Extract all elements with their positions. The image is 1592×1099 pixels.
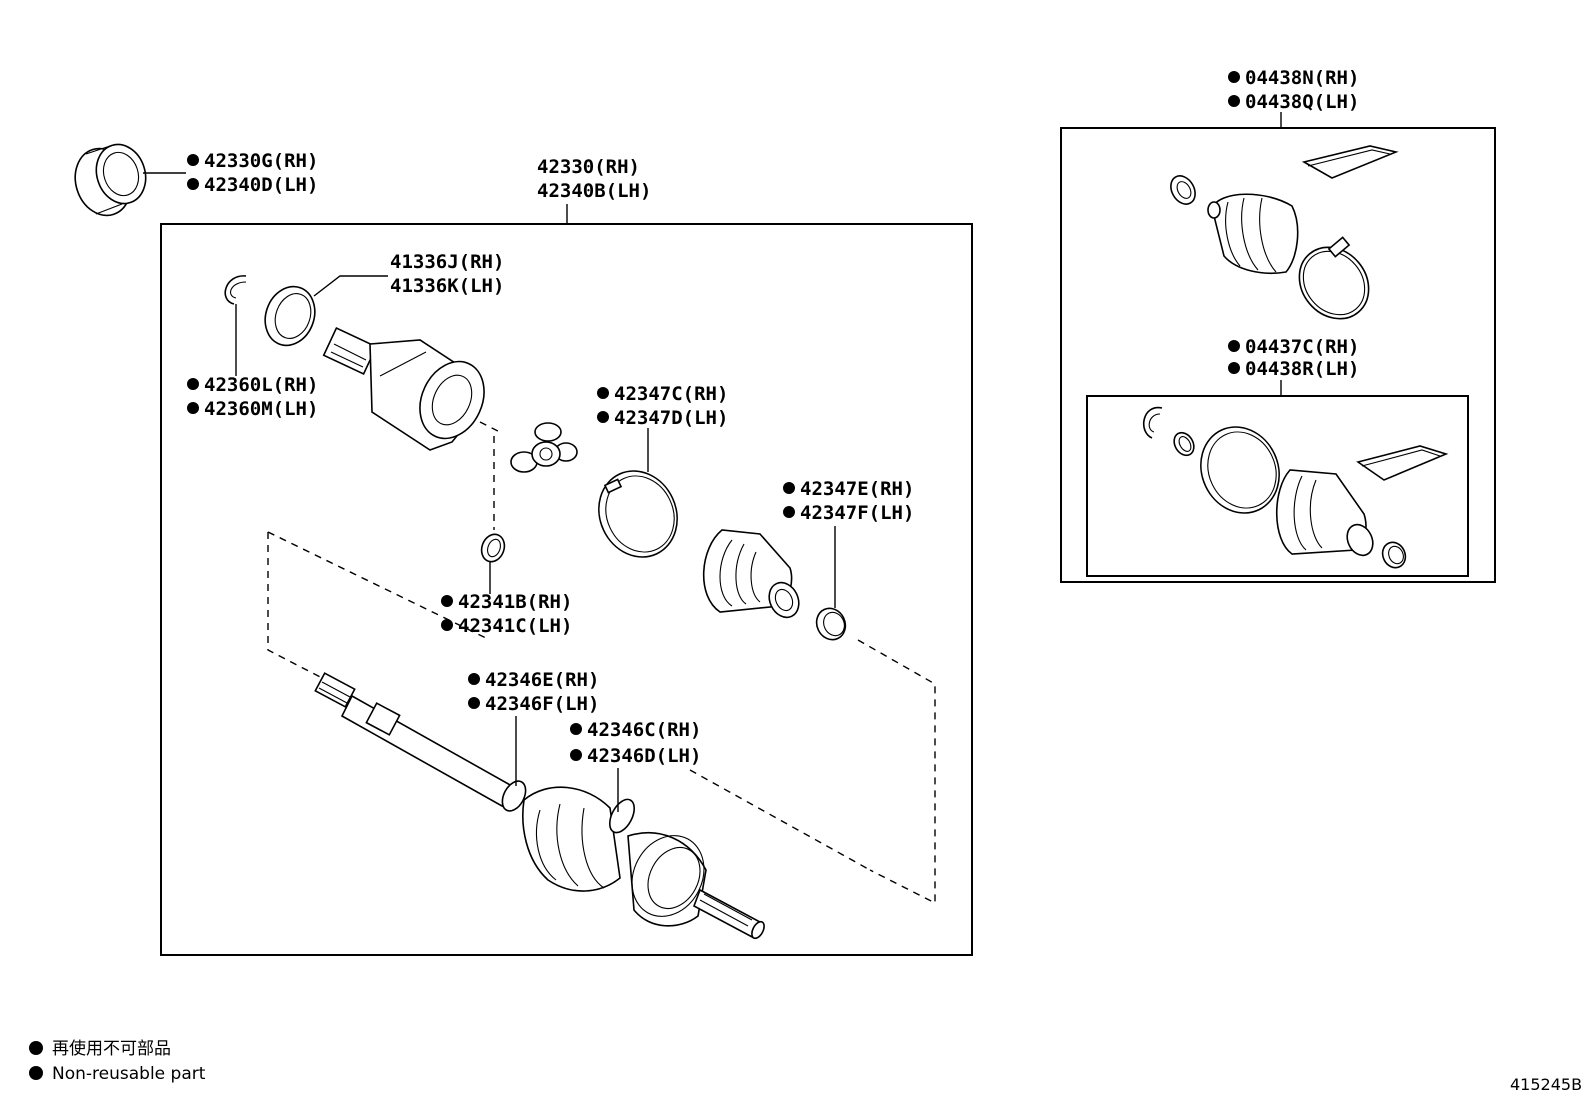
outboard-boot-kit-label-rh: 04437C(RH) — [1245, 336, 1359, 358]
non-reusable-dot — [187, 402, 199, 414]
non-reusable-dot — [1228, 71, 1240, 83]
small-boot-clamp-part — [815, 607, 847, 641]
inner-snap-ring-label-rh: 42360L(RH) — [204, 374, 318, 396]
non-reusable-dot — [468, 697, 480, 709]
outboard-boot-kit-parts — [1142, 407, 1449, 569]
non-reusable-dot — [187, 178, 199, 190]
inboard-boot-kit-label-lh: 04438Q(LH) — [1245, 91, 1359, 113]
non-reusable-dot — [441, 619, 453, 631]
shaft-clamp-small-label-rh: 42346E(RH) — [485, 669, 599, 691]
non-reusable-dot — [597, 387, 609, 399]
tripod-snap-ring-label-lh: 42341C(LH) — [458, 615, 572, 637]
small-boot-clamp-label-rh: 42347E(RH) — [800, 478, 914, 500]
inboard-boot-kit-parts — [1170, 145, 1399, 320]
inner-snap-ring-part — [224, 275, 247, 305]
non-reusable-dot — [597, 411, 609, 423]
large-boot-clamp-label-lh: 42347D(LH) — [614, 407, 728, 429]
non-reusable-dot — [570, 723, 582, 735]
non-reusable-dot — [468, 673, 480, 685]
main-assembly-label-lh: 42340B(LH) — [537, 180, 651, 202]
inboard-joint-housing-part — [322, 327, 485, 451]
legend-japanese: 再使用不可部品 — [52, 1038, 171, 1059]
outboard-seal-part — [74, 143, 147, 217]
dust-cover-label-rh: 41336J(RH) — [390, 251, 504, 273]
legend-dot — [29, 1066, 43, 1080]
non-reusable-dot — [1228, 362, 1240, 374]
tripod-joint-part — [510, 422, 578, 473]
inboard-boot-kit-label-rh: 04438N(RH) — [1245, 67, 1359, 89]
shaft-clamp-small-label-lh: 42346F(LH) — [485, 693, 599, 715]
large-boot-clamp-part — [598, 470, 678, 558]
non-reusable-dot — [187, 378, 199, 390]
outboard-seal-label-lh: 42340D(LH) — [204, 174, 318, 196]
outboard-seal-label-rh: 42330G(RH) — [204, 150, 318, 172]
large-boot-clamp-label-rh: 42347C(RH) — [614, 383, 728, 405]
dust-cover-label-lh: 41336K(LH) — [390, 275, 504, 297]
outboard-boot-kit-label-lh: 04438R(LH) — [1245, 358, 1359, 380]
tripod-snap-ring-label-rh: 42341B(RH) — [458, 591, 572, 613]
non-reusable-dot — [783, 506, 795, 518]
inboard-boot-part — [702, 529, 800, 619]
inner-snap-ring-label-lh: 42360M(LH) — [204, 398, 318, 420]
non-reusable-dot — [441, 595, 453, 607]
legend-dot — [29, 1041, 43, 1055]
non-reusable-dot — [783, 482, 795, 494]
non-reusable-dot — [187, 154, 199, 166]
non-reusable-dot — [1228, 95, 1240, 107]
shaft-clamp-large-label-lh: 42346D(LH) — [587, 745, 701, 767]
diagram-code: 415245B — [1510, 1075, 1582, 1094]
non-reusable-dot — [1228, 340, 1240, 352]
shaft-clamp-large-label-rh: 42346C(RH) — [587, 719, 701, 741]
inboard-boot-kit-frame — [1060, 127, 1496, 583]
outboard-boot-kit-frame — [1086, 395, 1469, 577]
small-boot-clamp-label-lh: 42347F(LH) — [800, 502, 914, 524]
tripod-snap-ring-part — [480, 533, 506, 563]
main-assembly-label-rh: 42330(RH) — [537, 156, 640, 178]
drive-shaft-part — [314, 672, 765, 940]
non-reusable-dot — [570, 749, 582, 761]
legend-english: Non-reusable part — [52, 1064, 206, 1084]
dust-cover-part — [264, 285, 316, 347]
